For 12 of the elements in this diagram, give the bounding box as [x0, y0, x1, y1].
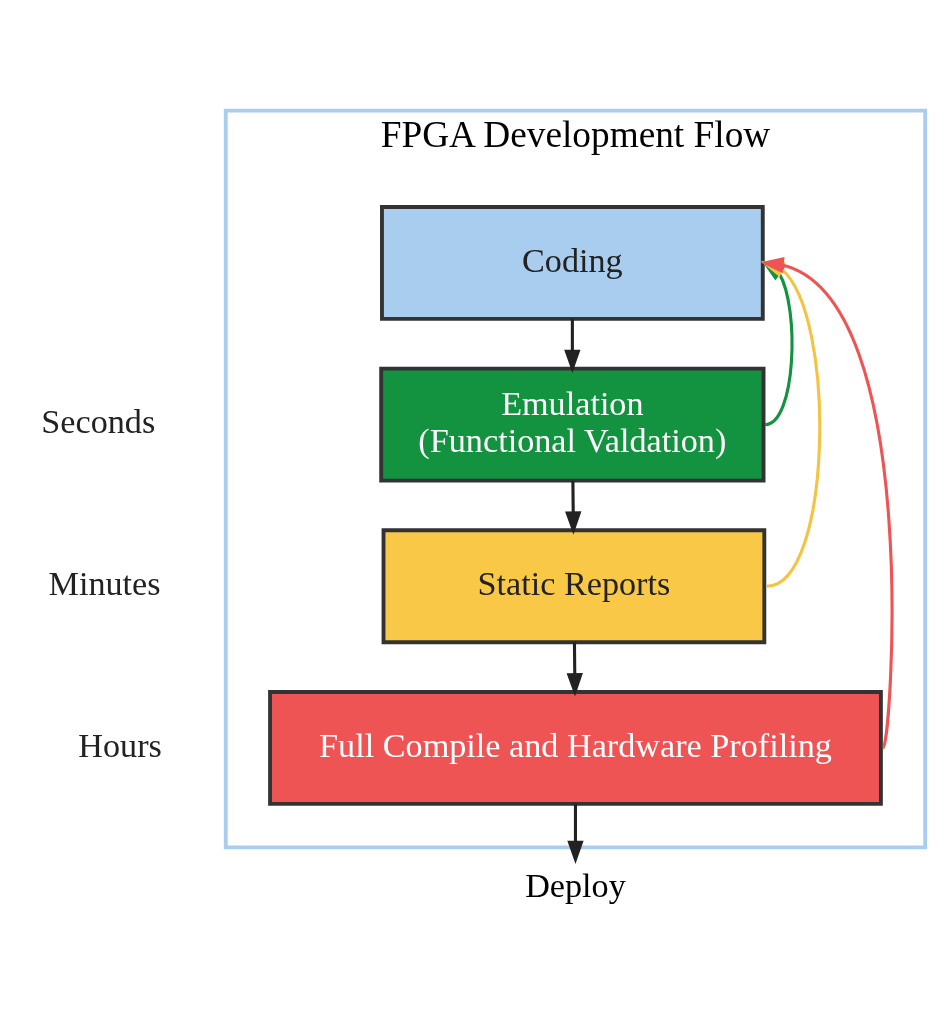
arrow — [567, 803, 584, 864]
label: Minutes — [48, 564, 161, 602]
node-box: Coding — [380, 204, 765, 321]
arrow — [565, 480, 582, 535]
node-box: Emulation (Functional Valdation) — [379, 366, 766, 483]
label: Seconds — [41, 402, 156, 440]
label: Hours — [78, 726, 162, 764]
node-text: Deploy — [525, 866, 626, 904]
arrow — [564, 318, 581, 373]
node-box: Static Reports — [381, 527, 767, 644]
node-box: Full Compile and Hardware Profiling — [268, 689, 883, 806]
arrow — [566, 641, 583, 696]
